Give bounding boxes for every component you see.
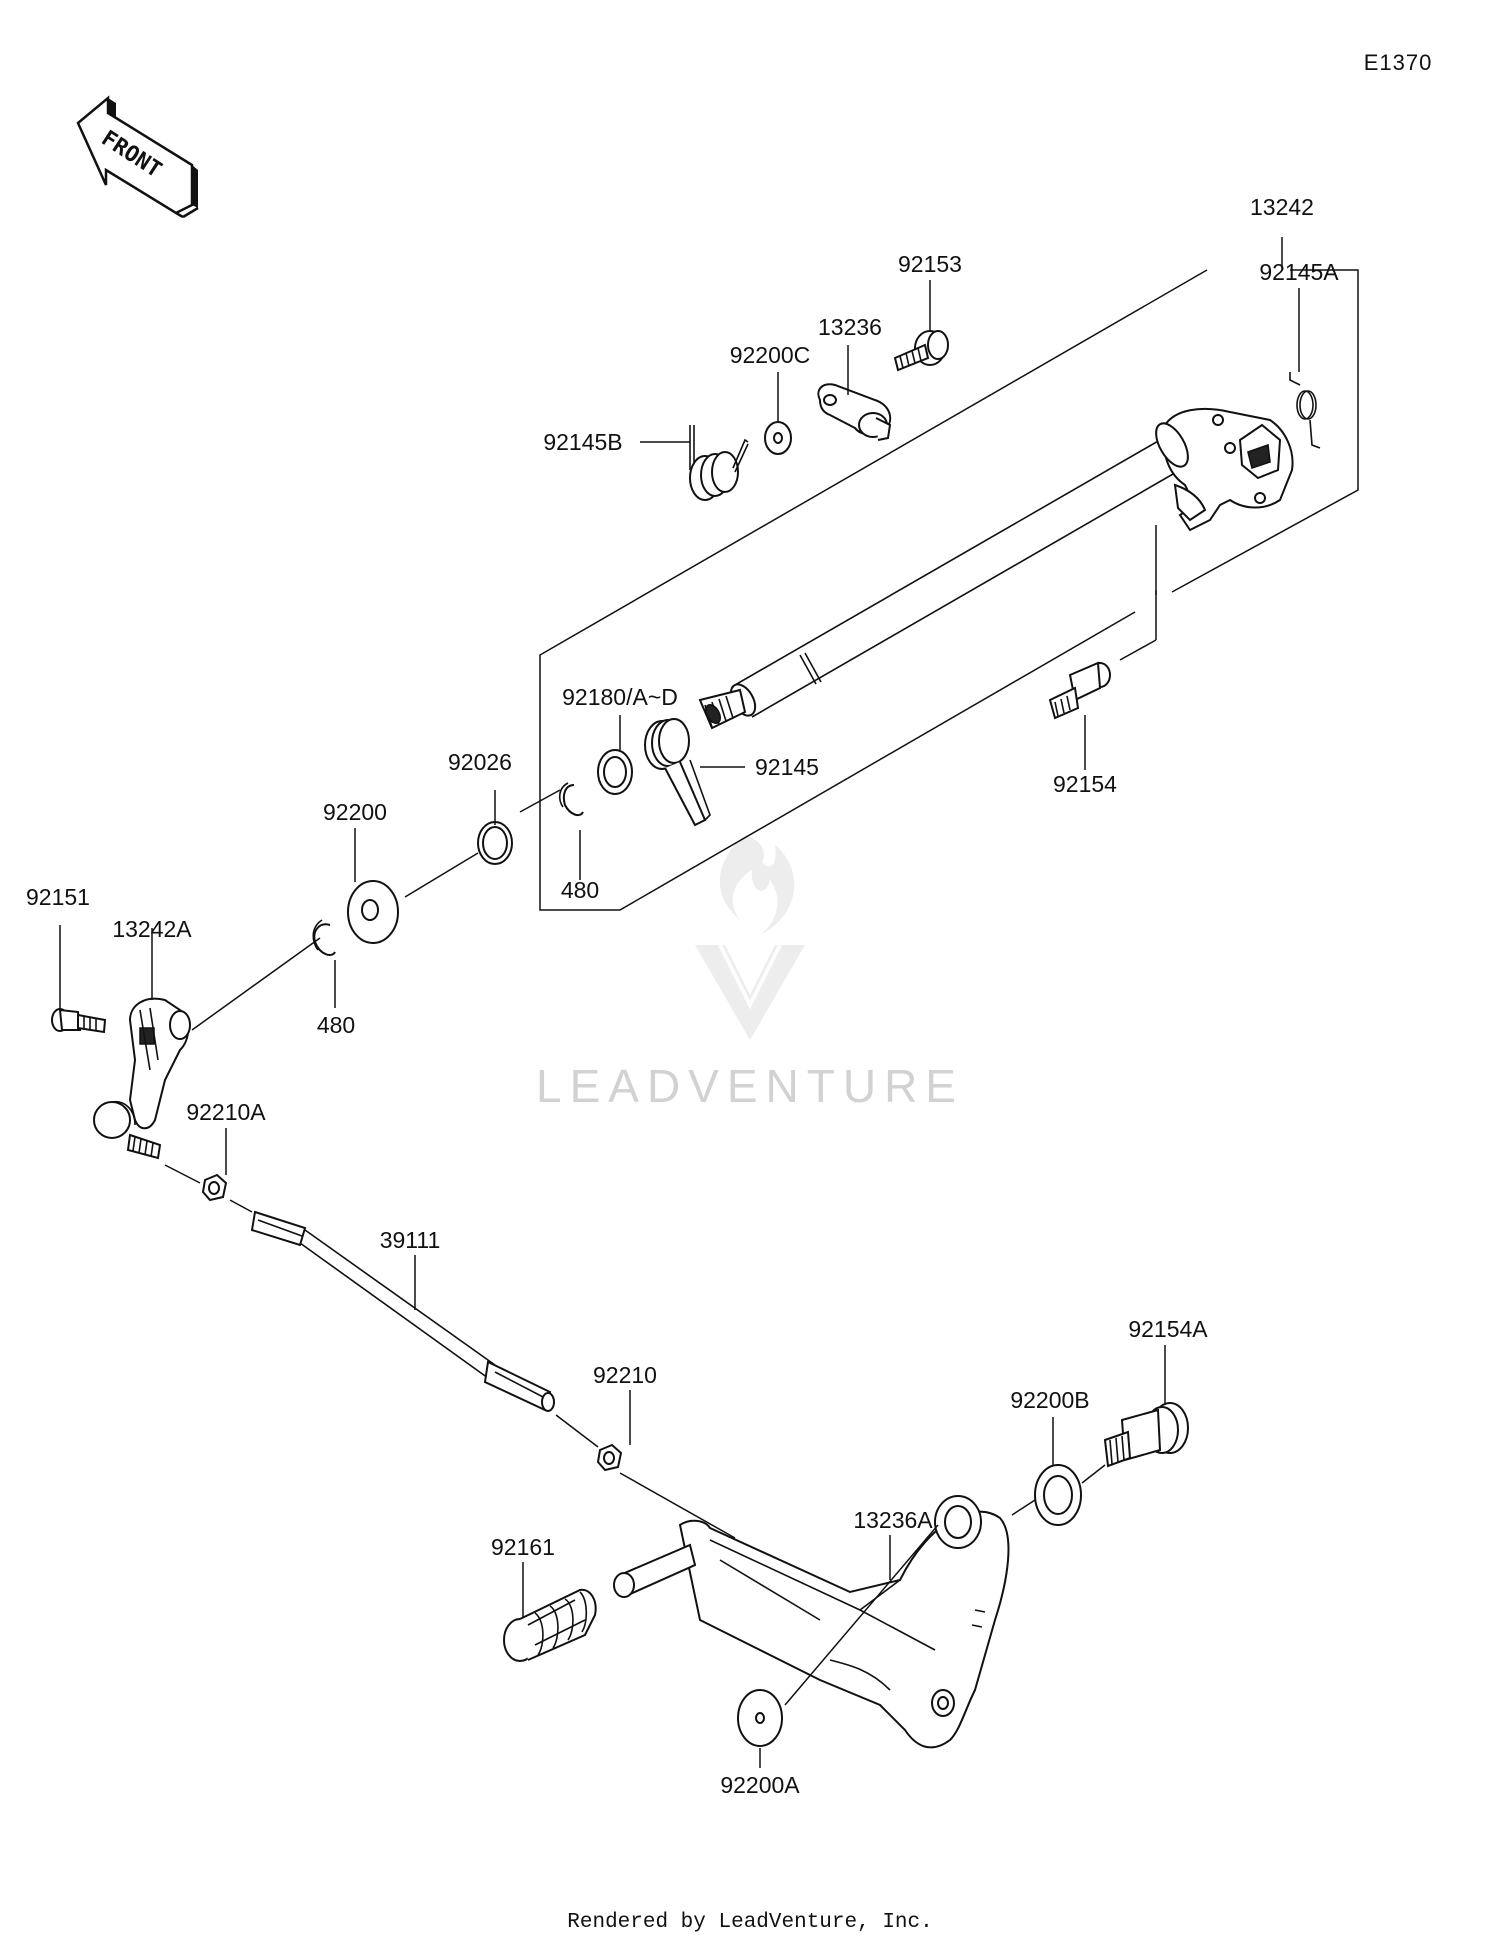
label-92180: 92180/A~D: [562, 684, 678, 710]
label-92154a: 92154A: [1128, 1316, 1208, 1342]
circlip-480-lower: [312, 919, 336, 956]
circlip-480-upper: [558, 782, 584, 817]
diagram-code: E1370: [1364, 50, 1433, 75]
label-92200: 92200: [323, 799, 387, 825]
washer-92200a: [737, 1689, 783, 1747]
oil-seal-92180: [597, 749, 633, 795]
shift-shaft: [698, 407, 1294, 730]
nut-92210: [596, 1443, 623, 1472]
bolt-92154: [1048, 661, 1111, 720]
rubber-92161: [503, 1588, 597, 1662]
label-92154: 92154: [1053, 771, 1117, 797]
spring-92145: [644, 718, 711, 827]
label-92200a: 92200A: [720, 1772, 800, 1798]
label-92145: 92145: [755, 754, 819, 780]
shift-pedal-13236a: [613, 1495, 1010, 1749]
label-92153: 92153: [898, 251, 962, 277]
bolt-92153: [893, 330, 949, 372]
arm-13236: [817, 383, 892, 441]
label-39111: 39111: [380, 1227, 441, 1253]
part-labels: 13242 92153 92145A 13236 92200C 92145B 9…: [26, 194, 1339, 1798]
label-480-lower: 480: [317, 1012, 355, 1038]
footer-credit: Rendered by LeadVenture, Inc.: [567, 1911, 932, 1934]
watermark-text: LEADVENTURE: [536, 1060, 964, 1112]
watermark: LEADVENTURE: [536, 835, 964, 1112]
washer-92200b: [1034, 1464, 1082, 1526]
nut-92210a: [201, 1173, 228, 1202]
spring-92145a: [1289, 372, 1321, 449]
lever-13242a: [93, 997, 191, 1160]
label-92151: 92151: [26, 884, 90, 910]
watermark-flame-logo: [695, 835, 805, 1040]
label-13236a: 13236A: [853, 1507, 933, 1533]
label-13242: 13242: [1250, 194, 1314, 220]
label-92145b: 92145B: [543, 429, 622, 455]
washer-92200c: [764, 421, 792, 455]
leader-lines: [59, 280, 1300, 1768]
label-92200b: 92200B: [1010, 1387, 1089, 1413]
label-13236: 13236: [818, 314, 882, 340]
bolt-92154a: [1103, 1402, 1189, 1468]
label-480-upper: 480: [561, 877, 599, 903]
bolt-92151: [51, 1008, 107, 1034]
label-13242a: 13242A: [112, 916, 192, 942]
assembly-13242-outline: [539, 237, 1359, 911]
label-92200c: 92200C: [730, 342, 811, 368]
washer-92026: [477, 821, 513, 865]
tie-rod-39111: [250, 1210, 555, 1412]
label-92026: 92026: [448, 749, 512, 775]
label-92161: 92161: [491, 1534, 555, 1560]
spring-92145b: [689, 425, 749, 501]
label-92145a: 92145A: [1259, 259, 1339, 285]
front-arrow-icon: FRONT: [76, 95, 199, 219]
label-92210a: 92210A: [186, 1099, 266, 1125]
label-92210: 92210: [593, 1362, 657, 1388]
washer-92200: [347, 880, 399, 944]
